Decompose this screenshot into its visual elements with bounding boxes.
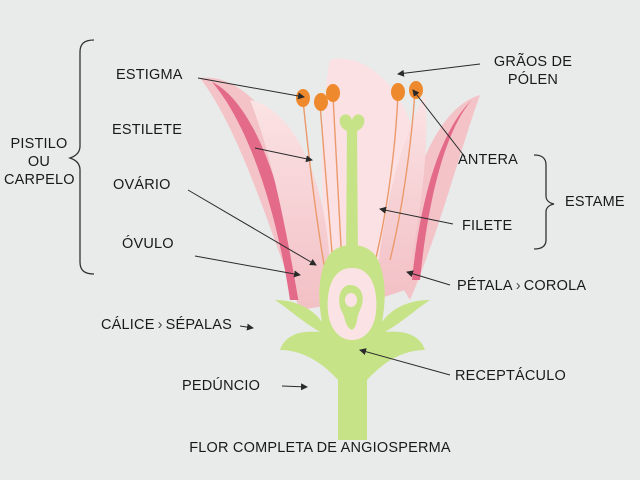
label-petala-corola: PÉTALA›COROLA [457, 278, 586, 295]
pistilo-line3: CARPELO [4, 172, 75, 188]
pistilo-line1: PISTILO [10, 136, 68, 152]
graos-line2: PÓLEN [507, 72, 559, 88]
label-petala: PÉTALA [457, 278, 513, 294]
label-graos-de-polen: GRÃOS DE PÓLEN [485, 53, 581, 89]
label-antera: ANTERA [458, 152, 519, 168]
arrow-ovario [187, 189, 317, 266]
label-estame: ESTAME [565, 194, 625, 210]
label-calice: CÁLICE [101, 317, 155, 333]
arrow-estigma [197, 77, 305, 100]
arrow-petala [406, 270, 451, 286]
label-calice-sepalas: CÁLICE›SÉPALAS [101, 317, 232, 334]
graos-line1: GRÃOS DE [493, 54, 573, 70]
label-sepalas: SÉPALAS [165, 317, 233, 333]
label-corola: COROLA [523, 278, 587, 294]
leader-arrows [187, 63, 481, 391]
chevron-right-icon: › [515, 278, 521, 294]
ovule [339, 285, 363, 330]
petal-front-right [375, 95, 427, 300]
pistilo-line2: OU [27, 154, 51, 170]
label-ovulo: ÓVULO [122, 236, 174, 252]
arrow-calice [239, 323, 254, 331]
petal-front-left [250, 100, 331, 310]
estame-bracket [533, 154, 555, 250]
diagram-title: FLOR COMPLETA DE ANGIOSPERMA [189, 440, 451, 456]
arrow-estilete [254, 147, 313, 163]
label-receptaculo: RECEPTÁCULO [455, 368, 566, 384]
stigma [339, 114, 365, 132]
arrow-ovulo [194, 255, 301, 278]
stem-receptacle-sepals [275, 245, 430, 440]
arrow-graos [397, 63, 481, 77]
arrow-receptaculo [359, 348, 451, 376]
chevron-right-icon: › [157, 317, 163, 333]
arrow-pedunculo [281, 383, 308, 391]
arrow-antera [412, 89, 466, 158]
pistilo-bracket [67, 39, 95, 275]
label-estigma: ESTIGMA [116, 67, 183, 83]
style [346, 128, 358, 262]
petal-right-edge [412, 100, 472, 280]
petal-left-edge [212, 82, 300, 300]
label-filete: FILETE [462, 218, 513, 234]
label-pistilo-carpelo: PISTILO OU CARPELO [4, 135, 75, 189]
label-ovario: OVÁRIO [113, 177, 171, 193]
arrow-filete [379, 206, 454, 225]
label-pedunculo: PEDÚNCIO [182, 378, 261, 394]
label-estilete: ESTILETE [112, 122, 183, 138]
